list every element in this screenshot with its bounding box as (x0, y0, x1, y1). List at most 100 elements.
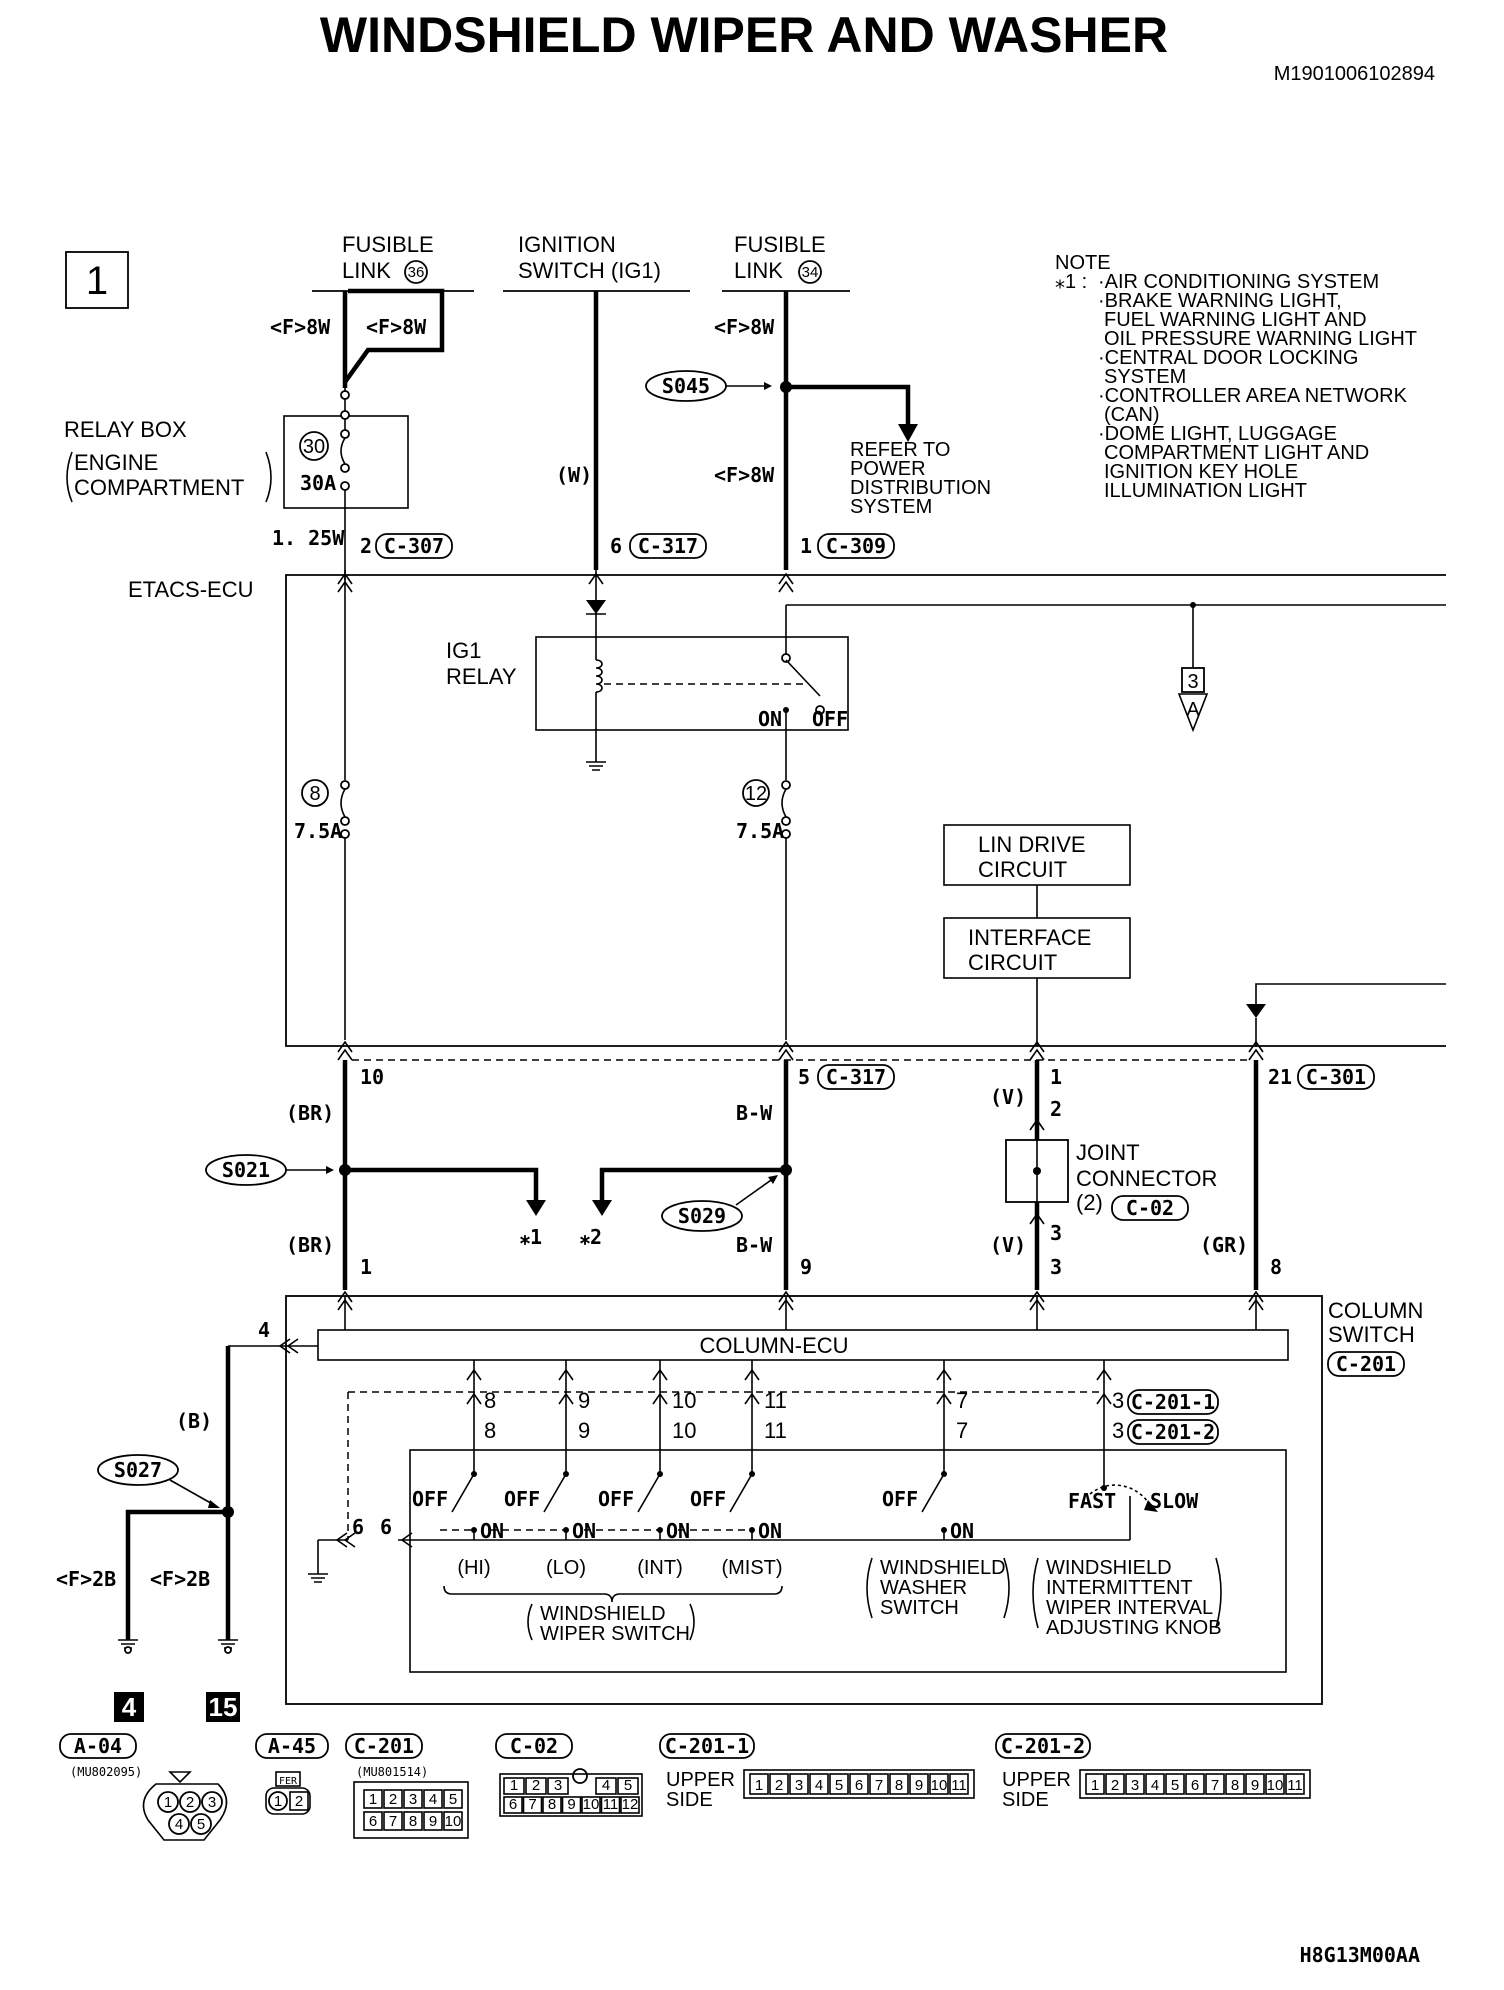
arrow-down-icon (1246, 1004, 1266, 1018)
upper-side-label: SIDE (1002, 1789, 1049, 1811)
pin-number: 10 (1267, 1777, 1284, 1794)
connector-label-a45: A-45 (268, 1734, 316, 1758)
knob-line2: INTERMITTENT (1046, 1577, 1193, 1599)
relay-box-line1: RELAY BOX (64, 417, 187, 442)
brace-icon (443, 1585, 783, 1603)
connector-c301: 21 C-301 (1268, 1064, 1375, 1090)
pin-cell (363, 1789, 383, 1809)
pin-3: 3 (1050, 1255, 1062, 1279)
pin-1: 1 (360, 1255, 372, 1279)
connector-tag: FER (279, 1776, 298, 1787)
pin-cell (423, 1811, 443, 1831)
pin-cell (1225, 1773, 1245, 1795)
pin-cell (809, 1773, 829, 1795)
connector-view-a04: A-04 (MU802095) 1 2 3 4 5 (59, 1733, 228, 1841)
wiper-switch-line2: WIPER SWITCH (540, 1623, 690, 1645)
pin-7: 7 (956, 1388, 968, 1413)
refer-line: POWER (850, 458, 926, 480)
splice-s021: S021 (205, 1154, 334, 1186)
pin-cell (525, 1777, 547, 1795)
interface-line2: CIRCUIT (968, 950, 1057, 975)
connector-c307: 2 C-307 (360, 533, 453, 559)
refer-line: DISTRIBUTION (850, 477, 991, 499)
star-ref-1: ⁎1 (520, 1225, 542, 1249)
connector-label-c307: C-307 (384, 534, 444, 558)
wire-to-star1 (345, 1167, 539, 1202)
pin-cell (522, 1796, 543, 1814)
wire-label-br: (BR) (286, 1101, 334, 1125)
pin-cell (1205, 1773, 1225, 1795)
position-int: (INT) (637, 1557, 683, 1579)
wire-label-f8w: <F>8W (714, 315, 775, 339)
wire-label-bw: B-W (736, 1101, 773, 1125)
pin-number: 7 (528, 1796, 536, 1813)
fusible-link-34-circle (798, 260, 822, 284)
connector-label-c201: C-201 (354, 1734, 414, 1758)
etacs-ecu: ETACS-ECU 8 7.5A IG1 RELAY ON OFF (128, 570, 1446, 1047)
off-label: OFF (504, 1487, 540, 1511)
pin: 4 (175, 1816, 183, 1833)
column-ecu-label: COLUMN-ECU (699, 1333, 848, 1358)
page-title: WINDSHIELD WIPER AND WASHER (320, 7, 1168, 63)
fuse-30-rating: 30A (300, 471, 336, 495)
pin-cell (581, 1796, 601, 1814)
washer-switch-line2: WASHER (880, 1577, 967, 1599)
page-marker-box (65, 251, 129, 309)
fusible-link-34: FUSIBLE LINK 34 (722, 232, 850, 292)
pin-cell (869, 1773, 889, 1795)
ground-point-4: 4 (122, 1692, 137, 1722)
pin-cell (1265, 1773, 1285, 1795)
column-switch-line2: SWITCH (1328, 1322, 1415, 1347)
wire-label-bw: B-W (736, 1233, 773, 1257)
washer-switch-line3: SWITCH (880, 1597, 959, 1619)
connector-c309: 1 C-309 (800, 533, 895, 559)
pin-number: 6 (509, 1796, 517, 1813)
diode-icon (586, 600, 606, 614)
on-label: ON (950, 1519, 974, 1543)
pin-number: 7 (875, 1777, 883, 1794)
pin-cell (403, 1811, 423, 1831)
note-line: FUEL WARNING LIGHT AND (1104, 309, 1367, 331)
pin-10: 10 (360, 1065, 384, 1089)
connector-label-c201-2: C-201-2 (1131, 1420, 1215, 1444)
connector-label-c02: C-02 (510, 1734, 558, 1758)
column-switch-line1: COLUMN (1328, 1298, 1423, 1323)
note-line: ·DOME LIGHT, LUGGAGE (1098, 423, 1337, 445)
refer-line: SYSTEM (850, 496, 932, 518)
pin: 3 (208, 1794, 216, 1811)
wire-label-f8w: <F>8W (366, 315, 427, 339)
pin-cell (1125, 1773, 1145, 1795)
pin-cell (503, 1796, 523, 1814)
pin-number: 2 (389, 1791, 397, 1808)
relay-off-label: OFF (812, 707, 848, 731)
pin-number: 11 (951, 1777, 967, 1794)
arrow-icon (768, 1175, 778, 1184)
wire-label-gr: (GR) (1200, 1233, 1248, 1257)
ground-point-4-box (114, 1692, 144, 1722)
etacs-ecu-label: ETACS-ECU (128, 577, 254, 602)
pin-6: 6 (380, 1515, 392, 1539)
pin-2: 2 (360, 534, 372, 558)
pin-number: 4 (602, 1777, 610, 1794)
part-number: (MU801514) (356, 1765, 428, 1779)
pin-6: 6 (610, 534, 622, 558)
pin-cell (600, 1796, 621, 1814)
ref-triangle-icon (1177, 693, 1209, 733)
position-mist: (MIST) (721, 1557, 782, 1579)
pin-cell (617, 1777, 639, 1795)
pin-cell (1145, 1773, 1165, 1795)
fusible-link-36: FUSIBLE LINK 36 (312, 232, 474, 292)
wire-to-star2 (599, 1167, 786, 1202)
pin-cell (789, 1773, 809, 1795)
pin-cell (595, 1777, 617, 1795)
pin-number: 12 (622, 1796, 639, 1813)
fuse-30-num: 30 (303, 436, 325, 458)
pin-cell (443, 1789, 463, 1809)
pin-number: 9 (567, 1796, 575, 1813)
lin-drive-line2: CIRCUIT (978, 857, 1067, 882)
pin-10: 10 (672, 1388, 696, 1413)
pin-number: 7 (1211, 1777, 1219, 1794)
pin-number: 10 (583, 1796, 600, 1813)
connector-label-c201: C-201 (1336, 1352, 1396, 1376)
pin-10: 10 (672, 1418, 696, 1443)
